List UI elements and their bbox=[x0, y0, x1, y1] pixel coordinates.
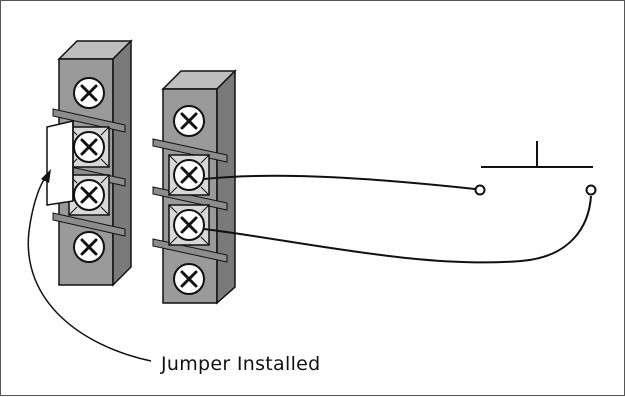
wire-upper bbox=[203, 174, 476, 190]
screw-icon bbox=[167, 203, 211, 247]
wire-lower bbox=[203, 195, 592, 264]
screw-icon bbox=[167, 153, 211, 197]
screw-icon bbox=[172, 104, 206, 138]
screw-icon bbox=[172, 262, 206, 296]
jumper bbox=[46, 120, 74, 206]
screw-icon bbox=[72, 230, 106, 264]
jumper-leader-arrow bbox=[27, 169, 152, 362]
screw-icon bbox=[72, 76, 106, 110]
jumper-caption: Jumper Installed bbox=[161, 353, 321, 375]
terminal-block-right bbox=[152, 69, 237, 305]
screw-icon bbox=[67, 125, 111, 169]
screw-icon bbox=[67, 173, 111, 217]
pushbutton-switch bbox=[474, 141, 597, 196]
